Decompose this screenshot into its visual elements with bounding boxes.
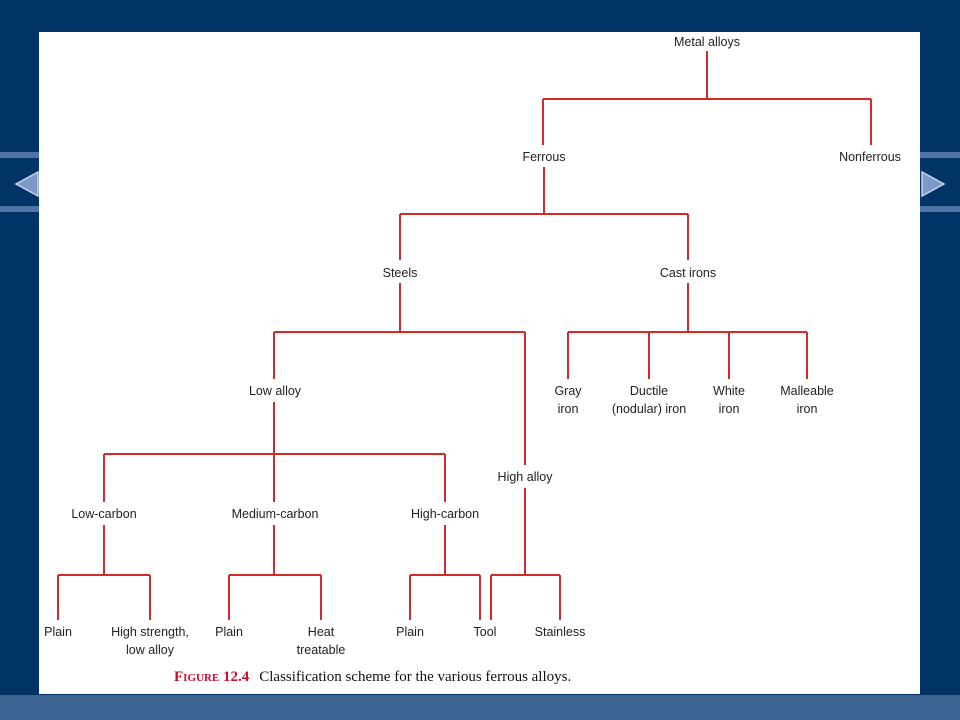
node-label-line: Gray [554, 384, 582, 398]
node-ferrous: Ferrous [520, 148, 568, 166]
node-label-line: High strength, [111, 625, 189, 639]
node-label-line: Metal alloys [674, 35, 740, 49]
node-label-line: Ductile [629, 384, 669, 398]
node-white-iron: White iron [711, 382, 747, 418]
node-label-line: Tool [473, 625, 497, 639]
node-high-carbon: High-carbon [408, 505, 482, 523]
node-low-carbon-plain: Plain [42, 623, 74, 641]
node-label-line: (nodular) iron [611, 402, 687, 416]
node-gray-iron: Gray iron [552, 382, 584, 418]
node-label-line: iron [796, 402, 818, 416]
figure-number: Figure 12.4 [174, 669, 250, 685]
node-low-alloy: Low alloy [246, 382, 304, 400]
node-label-line: Low alloy [248, 384, 302, 398]
node-medium-carbon: Medium-carbon [229, 505, 321, 523]
node-stainless: Stainless [532, 623, 588, 641]
node-label-line: High-carbon [410, 507, 480, 521]
figure-panel: Metal alloys Ferrous Nonferrous Steels C… [39, 32, 920, 694]
node-label-line: Cast irons [659, 266, 717, 280]
node-label-line: Steels [382, 266, 418, 280]
node-label-line: Low-carbon [71, 507, 137, 521]
node-high-alloy: High alloy [495, 468, 555, 486]
node-high-carbon-plain: Plain [394, 623, 426, 641]
tree-edges [57, 46, 872, 620]
node-label-line: Plain [215, 625, 243, 639]
node-malleable-iron: Malleable iron [778, 382, 836, 418]
node-label-line: High alloy [497, 470, 553, 484]
node-steels: Steels [380, 264, 420, 282]
node-nonferrous: Nonferrous [837, 148, 903, 166]
node-label-line: iron [718, 402, 740, 416]
node-label-line: iron [557, 402, 579, 416]
node-label-line: Stainless [534, 625, 586, 639]
node-medium-carbon-plain: Plain [213, 623, 245, 641]
node-cast-irons: Cast irons [657, 264, 719, 282]
node-ductile-iron: Ductile (nodular) iron [609, 382, 689, 418]
footer-bar [0, 695, 960, 720]
node-heat-treatable: Heat treatable [294, 623, 348, 659]
triangle-left-icon[interactable] [14, 170, 40, 198]
node-label-line: treatable [296, 643, 346, 657]
node-high-strength-low-alloy: High strength, low alloy [109, 623, 191, 659]
node-label-line: White [713, 384, 745, 398]
node-label-line: Ferrous [522, 150, 566, 164]
node-label-line: Medium-carbon [231, 507, 319, 521]
caption-text: Classification scheme for the various fe… [259, 669, 572, 685]
node-tool: Tool [471, 623, 499, 641]
node-low-carbon: Low-carbon [69, 505, 139, 523]
node-label-line: low alloy [126, 643, 174, 657]
node-label-line: Plain [396, 625, 424, 639]
node-label-line: Heat [307, 625, 335, 639]
figure-caption: Figure 12.4 Classification scheme for the… [174, 669, 874, 686]
node-label-line: Nonferrous [839, 150, 901, 164]
node-label-line: Malleable [780, 384, 834, 398]
node-metal-alloys: Metal alloys [672, 33, 742, 51]
triangle-right-icon[interactable] [920, 170, 946, 198]
node-label-line: Plain [44, 625, 72, 639]
